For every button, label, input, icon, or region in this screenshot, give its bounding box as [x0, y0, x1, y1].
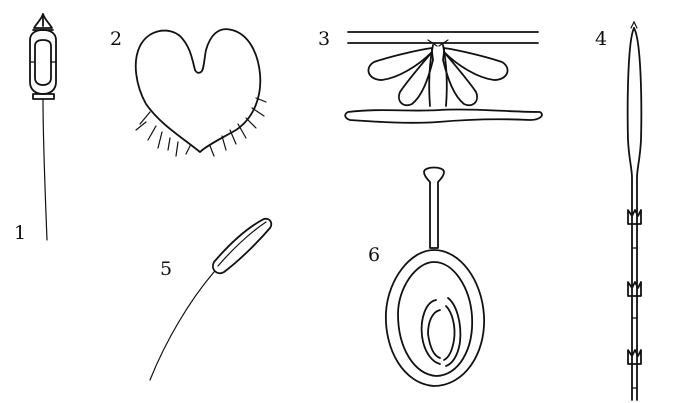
figure-label-2: 2 — [110, 28, 123, 50]
figure-4-jointed-stalk — [626, 20, 643, 401]
figure-label-4: 4 — [595, 28, 608, 50]
figure-label-6: 6 — [368, 244, 381, 266]
figure-label-1: 1 — [14, 222, 27, 244]
figure-3-section-with-pouches — [344, 31, 543, 124]
figure-label-3: 3 — [318, 28, 331, 50]
figure-1-stalked-capsule — [29, 13, 57, 241]
figure-5-capsule-on-seta — [149, 217, 273, 381]
figure-2-heart-thallus — [134, 28, 267, 157]
figure-6-oval-structure — [385, 166, 485, 387]
figure-label-5: 5 — [160, 258, 173, 280]
